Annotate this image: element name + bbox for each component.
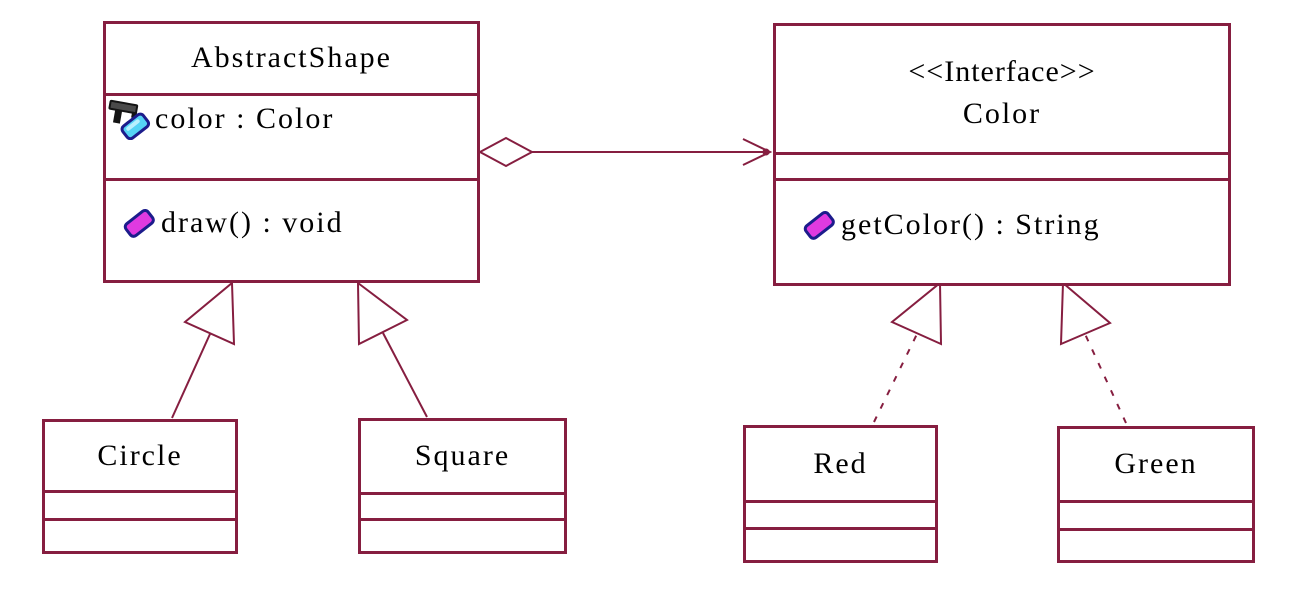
realization-red-color[interactable] bbox=[873, 280, 943, 423]
class-title-compartment: Circle bbox=[45, 422, 235, 490]
class-name: Square bbox=[414, 439, 511, 473]
class-name: Green bbox=[1114, 447, 1198, 481]
method-icon bbox=[800, 207, 838, 243]
methods-compartment bbox=[1060, 528, 1252, 560]
generalization-circle-abstractshape[interactable] bbox=[171, 280, 236, 419]
class-title-compartment: Square bbox=[361, 421, 564, 492]
attribute-icon bbox=[108, 98, 152, 141]
class-name: Red bbox=[813, 446, 868, 480]
realization-green-color[interactable] bbox=[1059, 280, 1127, 424]
class-name: Color bbox=[962, 97, 1042, 131]
attributes-compartment bbox=[776, 152, 1228, 178]
method-label: getColor() : String bbox=[841, 208, 1101, 241]
class-title-compartment: Red bbox=[746, 428, 935, 500]
methods-compartment bbox=[746, 527, 935, 560]
attributes-compartment bbox=[746, 500, 935, 527]
class-green[interactable]: Green bbox=[1057, 426, 1255, 563]
class-name: Circle bbox=[97, 438, 183, 472]
methods-compartment: getColor() : String bbox=[776, 178, 1228, 283]
method-icon bbox=[120, 205, 158, 241]
attributes-compartment: color : Color bbox=[106, 93, 477, 178]
methods-compartment bbox=[361, 518, 564, 551]
class-name: AbstractShape bbox=[191, 41, 392, 75]
class-title-compartment: AbstractShape bbox=[106, 24, 477, 93]
class-red[interactable]: Red bbox=[743, 425, 938, 563]
method-row[interactable]: getColor() : String bbox=[800, 207, 1228, 243]
method-row[interactable]: draw() : void bbox=[120, 205, 477, 241]
class-title-compartment: Green bbox=[1060, 429, 1252, 500]
generalization-square-abstractshape[interactable] bbox=[356, 280, 428, 418]
class-title-compartment: <<Interface>> Color bbox=[776, 26, 1228, 152]
class-color-interface[interactable]: <<Interface>> Color getColor() : String bbox=[773, 23, 1231, 286]
attribute-label: color : Color bbox=[155, 102, 335, 135]
methods-compartment bbox=[45, 518, 235, 551]
aggregation-abstractshape-color[interactable] bbox=[477, 136, 773, 168]
stereotype-label: <<Interface>> bbox=[908, 55, 1096, 89]
class-square[interactable]: Square bbox=[358, 418, 567, 554]
methods-compartment: draw() : void bbox=[106, 178, 477, 280]
attribute-row[interactable]: color : Color bbox=[108, 98, 477, 141]
attributes-compartment bbox=[361, 492, 564, 518]
class-abstractshape[interactable]: AbstractShape bbox=[103, 21, 480, 283]
attributes-compartment bbox=[1060, 500, 1252, 528]
attributes-compartment bbox=[45, 490, 235, 518]
method-label: draw() : void bbox=[161, 206, 344, 239]
class-circle[interactable]: Circle bbox=[42, 419, 238, 554]
